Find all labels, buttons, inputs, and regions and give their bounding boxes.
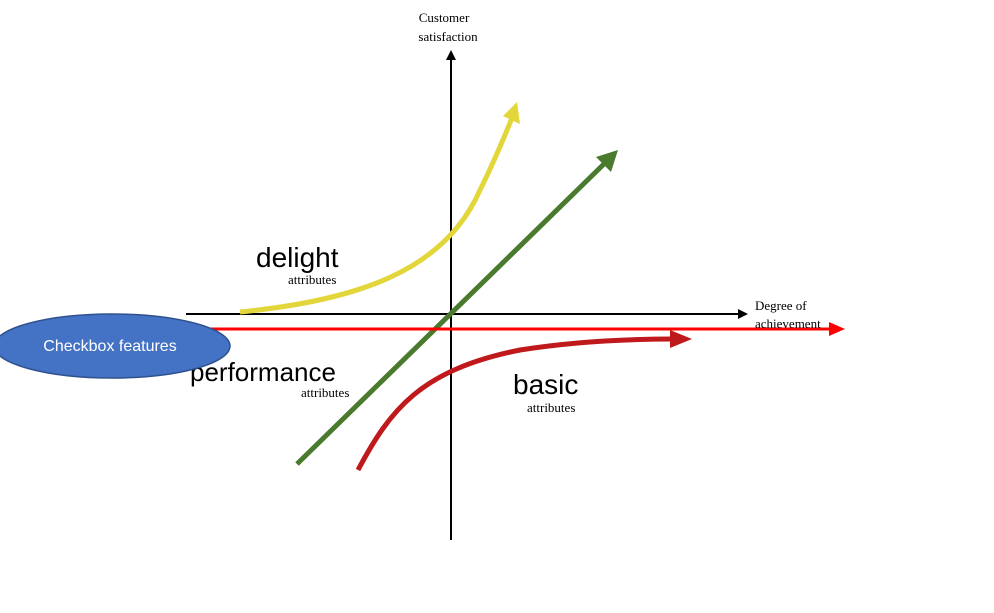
- performance-line: [295, 160, 608, 466]
- basic-curve: [355, 336, 676, 472]
- delight-curve: [239, 117, 515, 315]
- x-axis-label-line2: achievement: [755, 316, 821, 331]
- delight-title: delight: [256, 242, 339, 273]
- delight-subtitle: attributes: [288, 272, 336, 287]
- y-axis-label-line1: Customer: [419, 10, 470, 25]
- basic-title: basic: [513, 369, 578, 400]
- basic-arrowhead: [670, 330, 692, 348]
- performance-subtitle: attributes: [301, 385, 349, 400]
- checkbox-features-arrowhead: [829, 322, 845, 336]
- y-axis-label-line2: satisfaction: [418, 29, 478, 44]
- delight-arrowhead: [503, 102, 520, 124]
- checkbox-features-ellipse: [0, 313, 231, 379]
- performance-arrowhead: [596, 150, 618, 172]
- basic-subtitle: attributes: [527, 400, 575, 415]
- x-axis-label-line1: Degree of: [755, 298, 807, 313]
- checkbox-features-label: Checkbox features: [43, 338, 176, 355]
